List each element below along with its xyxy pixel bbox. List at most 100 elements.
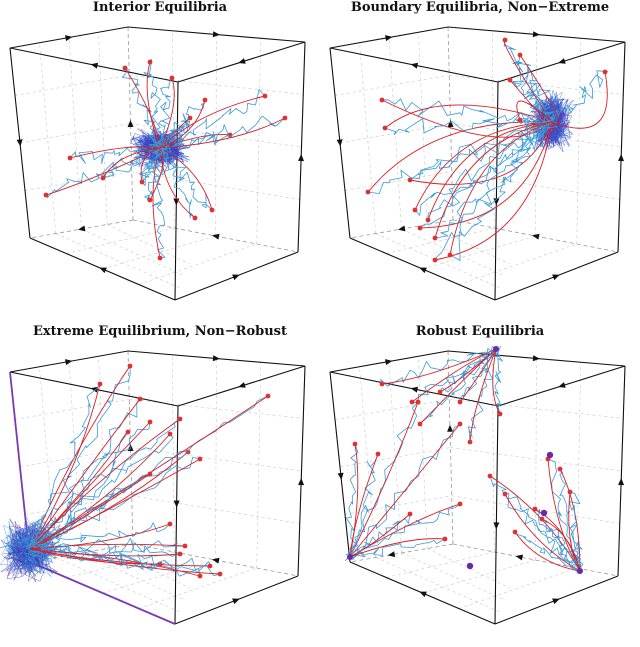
- edge-arrow: [337, 472, 344, 480]
- cube-edge: [617, 365, 626, 577]
- equilibrium-point: [540, 509, 548, 517]
- initial-point: [432, 257, 438, 263]
- mean-trajectory: [349, 513, 411, 558]
- initial-point: [502, 491, 508, 497]
- mean-trajectory: [152, 147, 161, 259]
- sample-path: [514, 532, 579, 574]
- initial-point: [185, 449, 191, 455]
- edge-arrow: [515, 554, 524, 561]
- mean-trajectory: [29, 473, 151, 550]
- initial-point: [567, 489, 573, 495]
- sample-path: [345, 453, 379, 556]
- cube-plot: [9, 26, 306, 301]
- initial-point: [177, 551, 183, 557]
- sample-path: [467, 347, 496, 443]
- mean-trajectory: [146, 61, 161, 149]
- edge-arrow: [618, 478, 625, 486]
- mean-trajectory: [427, 121, 553, 221]
- mean-trajectory: [159, 147, 213, 211]
- sample-path: [158, 131, 232, 155]
- edge-arrow: [90, 62, 99, 69]
- mean-trajectory: [149, 147, 164, 201]
- sample-path: [28, 457, 201, 551]
- cube-hidden-edge: [452, 543, 619, 577]
- initial-point: [447, 252, 453, 258]
- sample-path: [367, 121, 557, 194]
- mean-trajectory: [504, 493, 581, 572]
- mean-trajectory: [159, 99, 206, 149]
- initial-point: [147, 419, 153, 425]
- initial-point: [197, 573, 203, 579]
- panel-title: Extreme Equilibrium, Non−Robust: [33, 324, 287, 339]
- sample-path: [503, 39, 554, 118]
- equilibrium-point: [493, 346, 499, 352]
- panel-title: Robust Equilibria: [415, 324, 545, 339]
- initial-point: [157, 255, 163, 261]
- cube-plot: [329, 345, 626, 625]
- edge-arrow: [447, 424, 454, 432]
- initial-point: [352, 441, 358, 447]
- initial-point: [182, 543, 188, 549]
- sample-path: [384, 112, 550, 135]
- cube-edge: [174, 405, 179, 625]
- mean-trajectory: [414, 121, 553, 211]
- sample-path: [449, 126, 555, 262]
- edge-arrow: [410, 386, 419, 393]
- edge-arrow: [385, 359, 393, 366]
- initial-point: [137, 396, 143, 402]
- edge-arrow: [552, 598, 560, 605]
- mean-trajectory: [489, 475, 581, 572]
- initial-point: [425, 217, 431, 223]
- mean-trajectory: [381, 348, 497, 385]
- mean-trajectory: [349, 423, 461, 558]
- initial-point: [169, 75, 175, 81]
- initial-point: [517, 52, 523, 58]
- initial-point: [167, 431, 173, 437]
- sample-path: [27, 433, 174, 550]
- edge-arrow: [173, 198, 180, 206]
- initial-point: [517, 117, 523, 123]
- mean-trajectory: [469, 348, 497, 443]
- initial-point: [379, 381, 385, 387]
- mean-trajectory: [29, 395, 269, 550]
- cube-edge: [297, 41, 306, 253]
- initial-point: [365, 189, 371, 195]
- mean-trajectory: [541, 518, 581, 572]
- initial-point: [127, 363, 133, 369]
- mean-trajectory: [349, 453, 379, 558]
- mean-trajectory: [29, 418, 181, 550]
- mean-trajectory: [29, 548, 181, 557]
- sample-path: [159, 89, 266, 150]
- sample-path: [350, 513, 411, 558]
- initial-point: [147, 197, 153, 203]
- initial-point: [437, 389, 443, 395]
- mean-trajectory: [102, 147, 161, 179]
- mean-trajectory: [514, 531, 581, 572]
- initial-point: [122, 65, 128, 71]
- initial-point: [539, 516, 545, 522]
- initial-point: [67, 155, 73, 161]
- sample-path: [139, 143, 165, 186]
- sample-path: [30, 383, 101, 547]
- initial-point: [43, 192, 49, 198]
- initial-point: [197, 456, 203, 462]
- sample-path: [160, 99, 206, 148]
- initial-point: [457, 501, 463, 507]
- sample-path: [504, 493, 580, 567]
- sample-path: [32, 473, 151, 554]
- mean-trajectory: [349, 401, 419, 558]
- edge-arrow: [558, 58, 566, 64]
- initial-point: [217, 571, 223, 577]
- edge-arrow: [212, 557, 220, 564]
- mean-trajectory: [29, 458, 201, 550]
- cube-plot: [0, 350, 306, 625]
- mean-trajectory: [29, 523, 171, 550]
- mean-trajectory: [29, 398, 141, 550]
- equilibrium-point: [347, 554, 353, 560]
- cube-hidden-grid: [14, 30, 304, 289]
- mean-trajectory: [159, 147, 196, 219]
- sample-path: [517, 54, 559, 123]
- initial-point: [147, 59, 153, 65]
- edge-arrow: [532, 355, 540, 362]
- edge-arrow: [298, 478, 305, 486]
